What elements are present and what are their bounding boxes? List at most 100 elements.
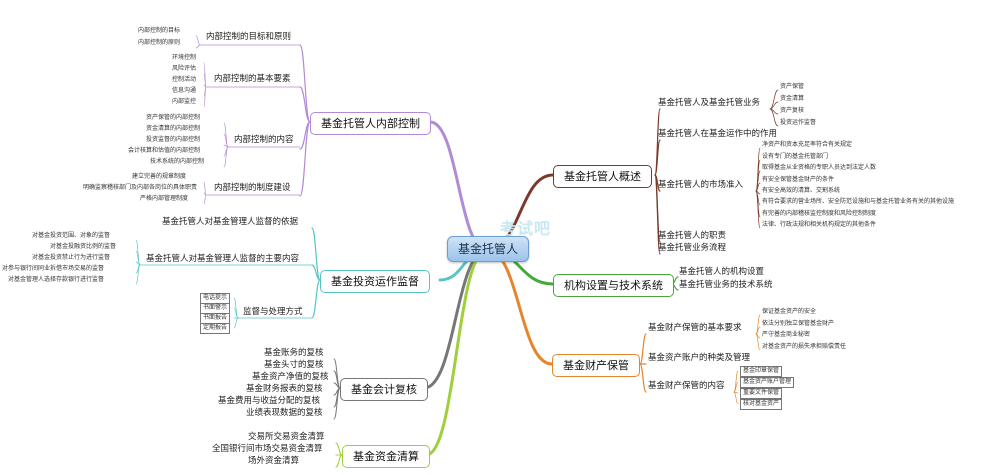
sub-custody-requirements[interactable]: 基金财产保管的基本要求 [648, 323, 742, 333]
leaf-handling-3[interactable]: 书面报告 [200, 313, 231, 324]
leaf-cust-c1[interactable]: 基金印章保管 [740, 366, 783, 377]
leaf-clear-2[interactable]: 全国银行间市场交易资金清算 [212, 444, 323, 454]
leaf-acc-6[interactable]: 业绩表现数据的复核 [246, 408, 323, 418]
leaf-cust-r3[interactable]: 严守基金商业秘密 [762, 331, 811, 338]
sub-inst-tech[interactable]: 基金托管业务的技术系统 [679, 280, 773, 290]
leaf-ov-b1[interactable]: 资产保管 [780, 83, 805, 90]
branch-asset-custody[interactable]: 基金财产保管 [552, 354, 640, 378]
leaf-cust-r4[interactable]: 对基金资产的损失承担赔偿责任 [762, 343, 847, 350]
leaf-acc-3[interactable]: 基金资产净值的复核 [252, 372, 329, 382]
leaf-ic-info[interactable]: 信息沟通 [172, 87, 197, 94]
sub-internal-control-content[interactable]: 内部控制的内容 [234, 135, 294, 145]
edge-cust-sub-2 [639, 363, 647, 393]
edge-ov-sub-4 [654, 174, 661, 255]
leaf-acc-5[interactable]: 基金费用与收益分配的复核 [218, 396, 321, 406]
sub-ov-custody-business[interactable]: 基金托管人及基金托管业务 [658, 98, 761, 108]
leaf-clear-1[interactable]: 交易所交易资金清算 [248, 432, 325, 442]
sub-custody-content[interactable]: 基金财产保管的内容 [648, 381, 725, 391]
edge-ov-m-7 [755, 190, 761, 229]
branch-investment-monitor[interactable]: 基金投资运作监督 [320, 270, 430, 294]
leaf-cust-c3[interactable]: 重要文件保管 [740, 388, 783, 399]
branch-institution[interactable]: 机构设置与技术系统 [553, 274, 674, 298]
leaf-ov-m7[interactable]: 有完善的内部稽核监控制度和风险控制制度 [762, 210, 877, 217]
edge-mon-l-4 [135, 264, 141, 285]
branch-fund-clearing[interactable]: 基金资金清算 [342, 445, 430, 469]
leaf-acc-1[interactable]: 基金账务的复核 [264, 348, 324, 358]
sub-ov-duties[interactable]: 基金托管人的职责 [658, 231, 727, 241]
sub-monitor-basis[interactable]: 基金托管人对基金管理人监督的依据 [162, 217, 299, 227]
leaf-ic-goal[interactable]: 内部控制的目标 [138, 27, 181, 34]
branch-overview[interactable]: 基金托管人概述 [553, 165, 652, 189]
leaf-ic-env[interactable]: 环境控制 [172, 54, 197, 61]
leaf-cust-c2[interactable]: 基金资产账户管理 [740, 377, 795, 388]
leaf-mon-3[interactable]: 对基金投资禁止行为进行监督 [32, 254, 111, 261]
edge-ov-b-3 [769, 108, 779, 127]
leaf-handling-4[interactable]: 定期报告 [200, 323, 231, 334]
edge-mon-l-0 [135, 239, 141, 266]
central-topic[interactable]: 基金托管人 [447, 236, 529, 262]
edge-ov-m-0 [755, 147, 761, 192]
sub-ov-process[interactable]: 基金托管业务流程 [658, 243, 727, 253]
leaf-ic-s2[interactable]: 明确监察稽核部门及内部各岗位的具体职责 [83, 184, 198, 191]
leaf-mon-2[interactable]: 对基金投融资比例的监督 [50, 243, 117, 250]
edge-ic-l1-4 [203, 86, 207, 108]
leaf-clear-3[interactable]: 场外资金清算 [248, 456, 300, 466]
sub-internal-control-system[interactable]: 内部控制的制度建设 [214, 183, 291, 193]
leaf-cust-r2[interactable]: 依法分别独立保管基金财产 [762, 320, 835, 327]
leaf-ic-risk[interactable]: 风险评估 [172, 65, 197, 72]
edge-cust-sub-0 [639, 333, 647, 365]
leaf-ic-s1[interactable]: 建立完善的规章制度 [132, 173, 187, 180]
sub-custody-accounts[interactable]: 基金资产账户的种类及管理 [648, 353, 751, 363]
leaf-mon-1[interactable]: 对基金投资范围、对象的监督 [32, 232, 111, 239]
sub-internal-control-goals[interactable]: 内部控制的目标和原则 [206, 32, 292, 42]
edge-ic-l3-2 [203, 194, 207, 205]
edge-cust-r-3 [755, 333, 761, 351]
leaf-ov-b4[interactable]: 投资运作监督 [780, 119, 817, 126]
leaf-mon-4[interactable]: 对参与银行间同业拆借市场交易的监督 [2, 265, 105, 272]
leaf-ov-m1[interactable]: 净资产和资本充足率符合有关规定 [762, 141, 853, 148]
sub-monitor-main-content[interactable]: 基金托管人对基金管理人监督的主要内容 [146, 254, 300, 264]
edge-clear-l-2 [335, 454, 343, 468]
leaf-ov-b3[interactable]: 资产复核 [780, 107, 805, 114]
leaf-ov-b2[interactable]: 资金清算 [780, 95, 805, 102]
leaf-ic-c2[interactable]: 资金清算的内部控制 [146, 125, 201, 132]
edge-ov-sub-1 [654, 139, 661, 176]
edge-mon-sub-1 [311, 264, 321, 281]
edge-cust-c-3 [733, 391, 739, 405]
edge-ic-l0-1 [195, 44, 201, 49]
leaf-acc-2[interactable]: 基金头寸的复核 [264, 360, 324, 370]
leaf-handling-1[interactable]: 电话提示 [200, 293, 231, 304]
edge-ic-sub-1 [299, 86, 311, 123]
edge-ic-sub-0 [299, 44, 311, 123]
leaf-mon-5[interactable]: 对基金管理人选择存款银行进行监督 [8, 276, 105, 283]
leaf-ic-activity[interactable]: 控制活动 [172, 76, 197, 83]
leaf-acc-4[interactable]: 基金财务报表的复核 [246, 384, 323, 394]
watermark-text: 考试吧 [500, 219, 552, 238]
sub-inst-setup[interactable]: 基金托管人的机构设置 [679, 267, 765, 277]
leaf-ov-m3[interactable]: 取得基金从业资格的专职人员达到法定人数 [762, 164, 877, 171]
leaf-ov-m5[interactable]: 有安全高效的清算、交割系统 [762, 187, 841, 194]
leaf-cust-r1[interactable]: 保证基金资产的安全 [762, 308, 817, 315]
leaf-ic-c5[interactable]: 技术系统的内部控制 [150, 158, 205, 165]
leaf-ic-monitor[interactable]: 内部监控 [172, 98, 197, 105]
sub-monitor-handling[interactable]: 监督与处理方式 [243, 307, 303, 317]
leaf-ov-m8[interactable]: 法律、行政法规和相关机构规定的其他条件 [762, 221, 877, 228]
leaf-ov-m4[interactable]: 有安全保管基金财产的条件 [762, 176, 835, 183]
leaf-cust-c4[interactable]: 核对基金资产 [740, 399, 783, 410]
leaf-ic-s3[interactable]: 严格内部管理制度 [140, 195, 189, 202]
leaf-ov-m6[interactable]: 有符合要求的营业场所、安全防范设施和与基金托管业务有关的其他设施 [762, 198, 955, 205]
leaf-handling-2[interactable]: 书面警示 [200, 303, 231, 314]
edge-acc-l-5 [333, 387, 341, 420]
sub-internal-control-elements[interactable]: 内部控制的基本要素 [214, 74, 291, 84]
sub-ov-role[interactable]: 基金托管人在基金运作中的作用 [658, 129, 778, 139]
leaf-ic-principle[interactable]: 内部控制的原则 [138, 39, 181, 46]
leaf-ic-c3[interactable]: 投资监督的内部控制 [146, 136, 201, 143]
edge-main-clearing [424, 248, 489, 457]
branch-accounting-review[interactable]: 基金会计复核 [340, 378, 428, 402]
branch-internal-control[interactable]: 基金托管人内部控制 [310, 112, 431, 136]
sub-ov-market-access[interactable]: 基金托管人的市场准入 [658, 180, 744, 190]
leaf-ov-m2[interactable]: 设有专门的基金托管部门 [762, 153, 829, 160]
leaf-ic-c1[interactable]: 资产保管的内部控制 [146, 114, 201, 121]
leaf-ic-c4[interactable]: 会计核算和估值的内部控制 [128, 147, 201, 154]
edge-mon-sub-2 [311, 279, 321, 319]
